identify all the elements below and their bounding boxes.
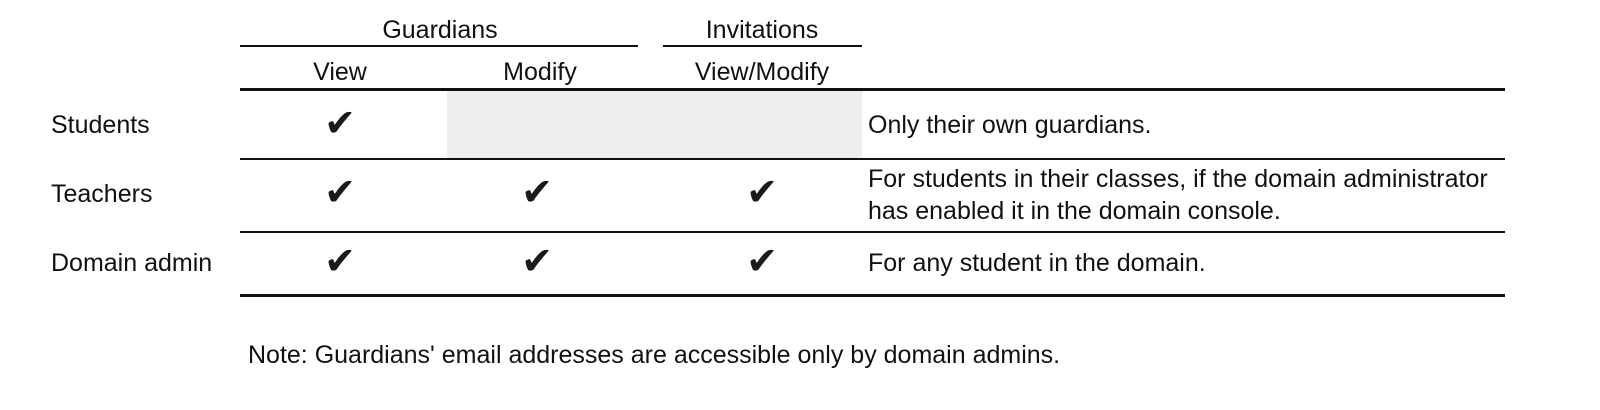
row-description-domain-admin: For any student in the domain. [868, 249, 1206, 277]
row-label-domain-admin: Domain admin [51, 249, 213, 277]
table-bottom-rule [240, 294, 1505, 297]
table-note: Note: Guardians' email addresses are acc… [248, 341, 1061, 369]
row-description-teachers: For students in their classes, if the do… [868, 165, 1488, 225]
checkmark-icon-teachers-modify: ✔ [521, 170, 553, 214]
row-description-students: Only their own guardians. [868, 111, 1152, 139]
checkmark-icon-domain-admin-modify: ✔ [521, 239, 553, 283]
checkmark-icon-domain-admin-view-modify: ✔ [746, 239, 778, 283]
group-header-rule-guardians [240, 45, 638, 47]
row-rule-after-teachers [240, 231, 1505, 233]
checkmark-icon-teachers-view-modify: ✔ [746, 170, 778, 214]
checkmark-icon-domain-admin-view: ✔ [324, 239, 356, 283]
row-label-students: Students [51, 111, 150, 139]
column-header-view: View [313, 58, 367, 86]
column-header-modify: Modify [503, 58, 577, 86]
group-header-rule-invitations [663, 45, 862, 47]
row-label-teachers: Teachers [51, 180, 153, 208]
checkmark-icon-teachers-view: ✔ [324, 170, 356, 214]
checkmark-icon-students-view: ✔ [324, 101, 356, 145]
row-rule-after-students [240, 158, 1505, 160]
group-header-guardians: Guardians [382, 16, 498, 44]
shaded-cell-students-modify [447, 91, 862, 158]
group-header-invitations: Invitations [705, 16, 819, 44]
header-bottom-rule [240, 88, 1505, 91]
column-header-view-modify: View/Modify [694, 58, 830, 86]
